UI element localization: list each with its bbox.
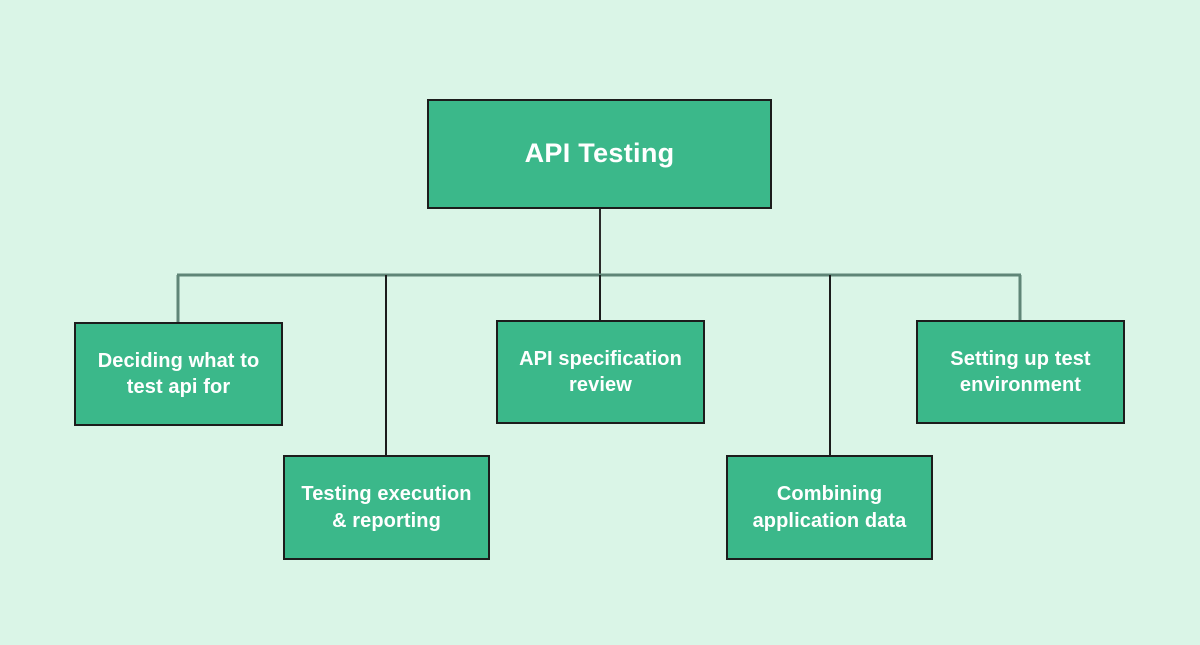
node-testing-execution-and-reporting[interactable]: Testing execution & reporting <box>283 455 490 560</box>
node-setting-up-test-environment[interactable]: Setting up test environment <box>916 320 1125 424</box>
node-deciding-what-to-test-api-for[interactable]: Deciding what to test api for <box>74 322 283 426</box>
node-root-api-testing[interactable]: API Testing <box>427 99 772 209</box>
node-combining-application-data[interactable]: Combining application data <box>726 455 933 560</box>
node-api-specification-review[interactable]: API specification review <box>496 320 705 424</box>
